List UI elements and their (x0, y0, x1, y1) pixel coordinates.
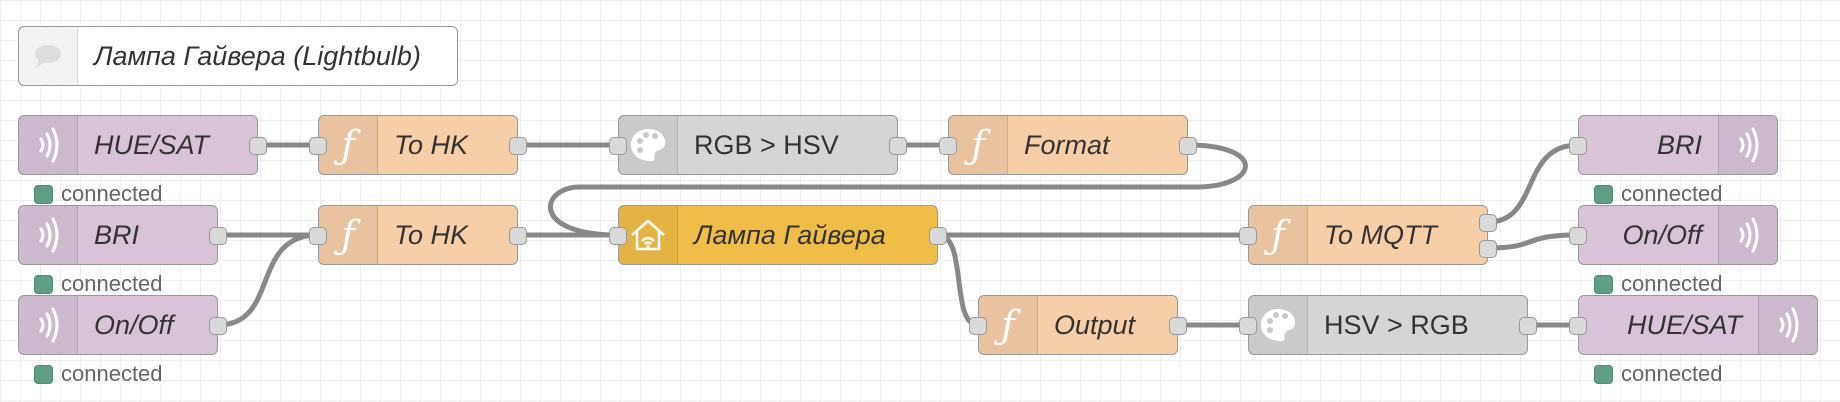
status-connected: connected (34, 361, 163, 387)
in-huesat-node[interactable]: HUE/SAT (18, 115, 267, 175)
bridge-icon (1718, 206, 1777, 264)
out-huesat-node[interactable]: HUE/SAT (1569, 295, 1818, 355)
input-port[interactable] (969, 317, 987, 335)
status-text: connected (61, 181, 163, 206)
output-port[interactable] (209, 317, 227, 335)
node-label: BRI (94, 219, 140, 250)
palette-icon (1249, 296, 1308, 354)
output-port[interactable] (249, 137, 267, 155)
node-label: HSV > RGB (1324, 309, 1469, 340)
function-icon: ƒ (1249, 206, 1308, 264)
input-port[interactable] (1239, 227, 1257, 245)
status-text: connected (1621, 271, 1723, 296)
output-port[interactable] (889, 137, 907, 155)
homekit-icon (619, 206, 678, 264)
bridge-icon (1758, 296, 1817, 354)
comment-node[interactable]: Лампа Гайвера (Lightbulb) (18, 26, 458, 86)
input-port[interactable] (609, 227, 627, 245)
homekit-lightbulb-node[interactable]: Лампа Гайвера (609, 205, 947, 265)
node-label: Output (1054, 309, 1136, 340)
bridge-icon (19, 296, 78, 354)
node-label: On/Off (94, 309, 174, 340)
wire (215, 232, 321, 328)
wire (1485, 142, 1581, 225)
comment-icon (19, 27, 78, 85)
rgb-to-hsv-node[interactable]: RGB > HSV (609, 115, 907, 175)
input-port[interactable] (939, 137, 957, 155)
status-text: connected (1621, 181, 1723, 206)
node-label: To HK (394, 219, 469, 250)
out-bri-node[interactable]: BRI (1569, 115, 1778, 175)
format-function-node[interactable]: ƒ Format (939, 115, 1197, 175)
input-port[interactable] (1569, 227, 1587, 245)
status-connected: connected (1594, 361, 1723, 387)
status-dot (1594, 184, 1613, 204)
status-dot (1594, 274, 1613, 294)
node-label: RGB > HSV (694, 129, 839, 160)
status-connected: connected (1594, 271, 1723, 297)
node-label: BRI (1656, 129, 1702, 160)
bridge-icon (1718, 116, 1777, 174)
hsv-to-rgb-node[interactable]: HSV > RGB (1239, 295, 1537, 355)
input-port[interactable] (1569, 137, 1587, 155)
input-port[interactable] (609, 137, 627, 155)
status-text: connected (61, 271, 163, 296)
node-label: HUE/SAT (94, 129, 210, 160)
in-onoff-node[interactable]: On/Off (18, 295, 227, 355)
function-icon: ƒ (979, 296, 1038, 354)
palette-icon (619, 116, 678, 174)
node-label: HUE/SAT (1626, 309, 1742, 340)
output-port-1[interactable] (1479, 214, 1497, 232)
status-dot (1594, 364, 1613, 384)
output-port[interactable] (1519, 317, 1537, 335)
function-icon: ƒ (319, 206, 378, 264)
output-port[interactable] (929, 227, 947, 245)
out-onoff-node[interactable]: On/Off (1569, 205, 1778, 265)
function-icon: ƒ (319, 116, 378, 174)
bridge-icon (19, 116, 78, 174)
status-text: connected (1621, 361, 1723, 386)
output-port[interactable] (1179, 137, 1197, 155)
in-bri-node[interactable]: BRI (18, 205, 227, 265)
output-port[interactable] (1169, 317, 1187, 335)
node-label: Лампа Гайвера (694, 219, 886, 250)
input-port[interactable] (309, 227, 327, 245)
input-port[interactable] (1239, 317, 1257, 335)
output-port-2[interactable] (1479, 240, 1497, 258)
bridge-icon (19, 206, 78, 264)
status-connected: connected (34, 181, 163, 207)
to-mqtt-function-node[interactable]: ƒ To MQTT (1239, 205, 1497, 265)
wire (1485, 232, 1581, 251)
wire (547, 142, 1248, 238)
function-icon: ƒ (949, 116, 1008, 174)
output-port[interactable] (509, 137, 527, 155)
output-port[interactable] (509, 227, 527, 245)
node-label: Format (1024, 129, 1110, 160)
status-dot (34, 274, 53, 294)
to-hk-function-node[interactable]: ƒ To HK (309, 115, 527, 175)
node-label: To HK (394, 129, 469, 160)
input-port[interactable] (309, 137, 327, 155)
status-dot (34, 184, 53, 204)
to-hk-function-node[interactable]: ƒ To HK (309, 205, 527, 265)
output-port[interactable] (209, 227, 227, 245)
status-connected: connected (1594, 181, 1723, 207)
wire (935, 232, 981, 328)
output-function-node[interactable]: ƒ Output (969, 295, 1187, 355)
node-label: To MQTT (1324, 219, 1438, 250)
node-label: On/Off (1622, 219, 1702, 250)
status-text: connected (61, 361, 163, 386)
input-port[interactable] (1569, 317, 1587, 335)
status-connected: connected (34, 271, 163, 297)
status-dot (34, 364, 53, 384)
comment-label: Лампа Гайвера (Lightbulb) (94, 40, 421, 71)
